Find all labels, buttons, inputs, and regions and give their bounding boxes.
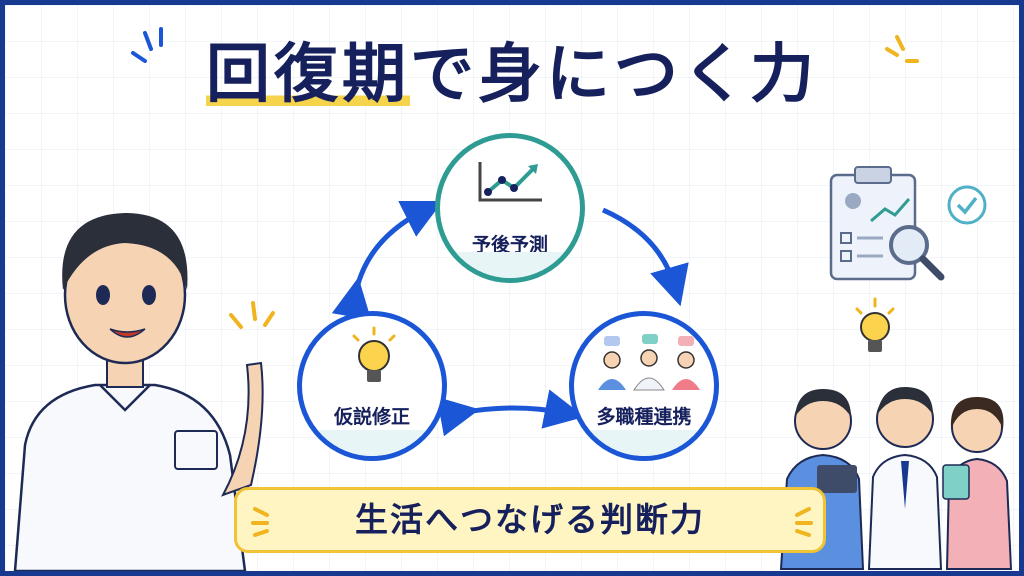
cycle-node-prognosis: 予後予測 [435,133,585,283]
node-wave [440,252,580,278]
checkmark-icon [947,185,987,225]
node-wave [302,430,442,456]
arrow-left-to-top [331,201,443,321]
title-rest: で身につく力 [410,38,818,112]
bottom-banner: 生活へつなげる判断力 [234,487,826,553]
nurse-pointing-illustration [13,213,275,571]
title-sparkle-left-icon [131,27,163,63]
node-label-collaboration: 多職種連携 [596,406,692,428]
page-title: 回復期で身につく力 [5,38,1019,112]
node-label-hypothesis: 仮説修正 [333,406,410,428]
title-highlight: 回復期 [206,38,410,112]
magnifier-icon [889,225,945,281]
cycle-node-hypothesis: 仮説修正 [297,311,447,461]
title-sparkle-right-icon [885,35,919,63]
cycle-node-collaboration: 多職種連携 [569,311,719,461]
arrow-top-to-right [601,207,689,307]
line-chart-icon [478,162,542,202]
node-wave [574,430,714,456]
lightbulb-icon [855,297,895,352]
team-people-icon [598,334,700,391]
lightbulb-icon [352,326,396,382]
banner-sparkle-left-icon [251,507,269,537]
cycle-arrows [331,201,689,437]
node-label-prognosis: 予後予測 [471,234,548,256]
banner-sparkle-right-icon [795,507,813,537]
arrow-left-right [436,389,585,437]
banner-text: 生活へつなげる判断力 [355,500,705,539]
